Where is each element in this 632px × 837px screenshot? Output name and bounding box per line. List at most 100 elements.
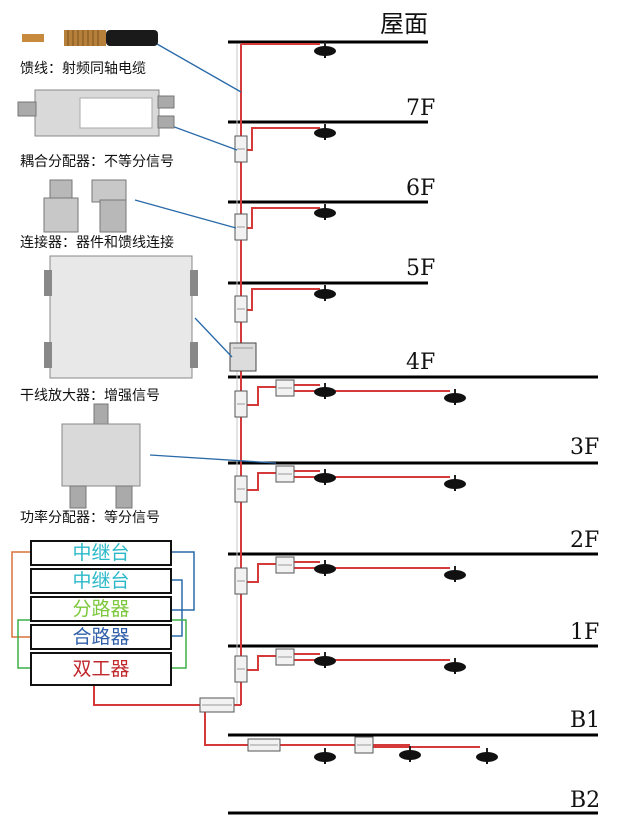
antenna-b-4f	[444, 389, 466, 405]
floor-label-3f: 3F	[570, 435, 600, 460]
antenna-b-1f	[444, 658, 466, 674]
connector-angle-body	[99, 199, 127, 233]
caption-splitter: 功率分配器：等分信号	[20, 510, 160, 526]
splitter-4f	[275, 379, 295, 397]
floor-label-7f: 7F	[406, 96, 436, 121]
antenna-a-1f-dome	[314, 656, 336, 666]
antenna-roof-dome	[314, 46, 336, 56]
splitter-body	[61, 423, 141, 487]
splitter-1f	[275, 648, 295, 666]
antenna-roof	[314, 42, 336, 58]
coupler-7f	[234, 135, 248, 163]
floor-label-b2: B2	[570, 788, 601, 813]
loop-blue-inner	[172, 579, 183, 637]
loop-blue-outer	[172, 551, 195, 611]
feeder-jacket	[106, 30, 158, 46]
antenna-7f	[314, 124, 336, 140]
antenna-5f	[314, 285, 336, 301]
antenna-a-3f-dome	[314, 473, 336, 483]
feed-1f	[247, 655, 276, 671]
coupler-port-left	[17, 101, 37, 117]
coupler-b1-main	[199, 697, 235, 713]
antenna-b-4f-dome	[444, 393, 466, 403]
antenna-b-3f	[444, 475, 466, 491]
duplexer-box: 双工器	[30, 652, 172, 686]
coupler-5f	[234, 295, 248, 323]
trunk-amplifier-body	[229, 342, 257, 372]
splitter-3f	[275, 465, 295, 483]
antenna-b1-3	[476, 748, 498, 764]
floor-label-6f: 6F	[406, 176, 436, 201]
inline-devices	[199, 135, 374, 754]
floor-lines	[228, 40, 598, 815]
antenna-b-2f-dome	[444, 570, 466, 580]
floor-label-1f: 1F	[570, 620, 600, 645]
antenna-a-1f	[314, 652, 336, 668]
caption-coupler: 耦合分配器：不等分信号	[20, 154, 174, 170]
coupler-3f	[234, 475, 248, 503]
loop-green-right	[172, 619, 187, 669]
splitter-picture	[61, 403, 141, 509]
feed-4f	[247, 386, 276, 406]
antenna-b1-3-dome	[476, 752, 498, 762]
antenna-b1-1-dome	[314, 752, 336, 762]
splitter-2f	[275, 556, 295, 574]
divider-box: 分路器	[30, 596, 172, 622]
splitter-input	[93, 403, 109, 427]
branch-6f	[247, 207, 320, 229]
caption-amplifier: 干线放大器：增强信号	[20, 388, 160, 404]
pointer-amplifier	[194, 317, 233, 358]
pointer-feeder	[149, 39, 242, 93]
loop-green-left	[17, 619, 30, 669]
amplifier-latch-top	[190, 270, 198, 296]
splitter-out-b	[115, 485, 133, 509]
antenna-b1-2-dome	[399, 750, 421, 760]
antenna-a-4f-dome	[314, 387, 336, 397]
floor-label-4f: 4F	[406, 350, 436, 375]
floor-label-5f: 5F	[406, 256, 436, 281]
antenna-6f	[314, 204, 336, 220]
antenna-b-2f	[444, 566, 466, 582]
amplifier-hinge-bottom	[44, 342, 52, 368]
source-feed	[93, 686, 200, 706]
branch-7f	[247, 127, 320, 151]
caption-connector: 连接器：器件和馈线连接	[20, 235, 174, 251]
ceiling-antennas	[314, 42, 498, 764]
splitter-out-a	[69, 485, 87, 509]
amplifier-latch-bottom	[190, 342, 198, 368]
antenna-7f-dome	[314, 128, 336, 138]
coupler-picture	[17, 89, 175, 137]
coupler-4f	[234, 390, 248, 418]
combiner-box: 合路器	[30, 624, 172, 650]
antenna-a-2f-dome	[314, 564, 336, 574]
splitter-b1	[354, 736, 374, 754]
component-pictures	[17, 30, 198, 509]
connector-straight-body	[43, 197, 79, 233]
antenna-a-2f	[314, 560, 336, 576]
connector-picture	[43, 179, 127, 233]
feeder-picture	[22, 30, 158, 46]
trunk-amplifier	[229, 342, 257, 372]
antenna-a-3f	[314, 469, 336, 485]
antenna-5f-dome	[314, 289, 336, 299]
amplifier-body	[49, 255, 193, 379]
branch-5f	[247, 288, 320, 311]
antenna-6f-dome	[314, 208, 336, 218]
floor-label-b1: B1	[570, 708, 601, 733]
connector-angle-top	[91, 179, 127, 203]
caption-feeder: 馈线：射频同轴电缆	[20, 61, 146, 77]
feeder-tip	[22, 34, 44, 42]
coupler-plate	[79, 97, 153, 129]
coupler-2f	[234, 567, 248, 595]
feed-2f	[247, 563, 276, 583]
coupler-port-right-b	[157, 115, 175, 129]
repeater-box-1: 中继台	[30, 540, 172, 566]
amplifier-hinge-top	[44, 270, 52, 296]
system-loops	[11, 551, 195, 669]
antenna-b1-2	[399, 746, 421, 762]
branch-b1	[204, 712, 248, 746]
connector-b1	[247, 738, 281, 752]
coupler-port-right-a	[157, 95, 175, 109]
